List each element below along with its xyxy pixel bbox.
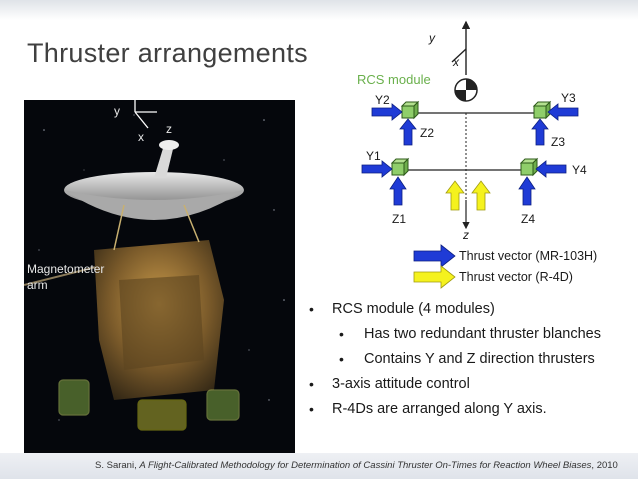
label-y4: Y4: [572, 163, 587, 177]
bullet-item: RCS module (4 modules): [306, 300, 626, 319]
rcs-module-y4z4: [519, 157, 539, 177]
center-of-mass-icon: [454, 78, 478, 102]
legend-r4d-label: Thrust vector (R-4D): [459, 270, 573, 284]
spacecraft-photo: y x z Magnetometer arm: [24, 100, 295, 453]
legend-blue-arrow: [413, 244, 456, 268]
bullet-subitem: Contains Y and Z direction thrusters: [306, 350, 626, 369]
bullet-subitem: Has two redundant thruster blanches: [306, 325, 626, 344]
label-y3: Y3: [561, 91, 576, 105]
thrust-arrow-z2: [399, 118, 417, 146]
citation-author: S. Sarani,: [95, 460, 140, 471]
label-z1: Z1: [392, 212, 407, 226]
diagram-axis-x: [451, 48, 467, 63]
diagram-axis-z-label: z: [463, 228, 469, 242]
rcs-modules: [390, 100, 552, 177]
bullet-item: 3-axis attitude control: [306, 375, 626, 394]
bullet-list: RCS module (4 modules) Has two redundant…: [306, 300, 626, 425]
diagram-axis-y-label: y: [429, 31, 435, 45]
footer-band: S. Sarani, A Flight-Calibrated Methodolo…: [0, 453, 638, 479]
label-z4: Z4: [521, 212, 536, 226]
rcs-module-y2z2: [400, 100, 420, 120]
label-z2: Z2: [420, 126, 435, 140]
photo-axis-y-label: y: [114, 104, 120, 118]
top-band: [0, 0, 638, 20]
thrust-arrow-r4d-left: [445, 180, 465, 211]
photo-axis-z-label: z: [166, 122, 172, 136]
thrust-arrow-y3: [547, 103, 579, 121]
citation-title: A Flight-Calibrated Methodology for Dete…: [139, 460, 592, 471]
label-y1: Y1: [366, 149, 381, 163]
citation: S. Sarani, A Flight-Calibrated Methodolo…: [95, 460, 618, 471]
label-z3: Z3: [551, 135, 566, 149]
bullet-item: R-4Ds are arranged along Y axis.: [306, 400, 626, 419]
thrust-arrow-y4: [535, 160, 567, 178]
thrust-arrow-z1: [389, 176, 407, 206]
magnetometer-label-line1: Magnetometer: [27, 262, 105, 276]
thrust-arrow-y2: [371, 103, 403, 121]
thrust-arrow-y1: [361, 160, 393, 178]
diagram-axis-x-label: x: [453, 55, 459, 69]
thrust-arrow-r4d-right: [471, 180, 491, 211]
thrust-arrow-z4: [518, 176, 536, 206]
rcs-module-y1z1: [390, 157, 410, 177]
rcs-module-label: RCS module: [357, 72, 431, 87]
magnetometer-label-line2: arm: [27, 278, 48, 292]
label-y2: Y2: [375, 93, 390, 107]
rcs-module-y3z3: [532, 100, 552, 120]
slide-title: Thruster arrangements: [27, 38, 308, 68]
photo-axis-x-label: x: [138, 130, 144, 144]
citation-year: , 2010: [591, 460, 618, 471]
thrust-arrow-z3: [531, 118, 549, 146]
legend-yellow-arrow: [413, 265, 456, 289]
legend-mr103h-label: Thrust vector (MR-103H): [459, 249, 598, 263]
cassini-illustration: [24, 100, 285, 431]
